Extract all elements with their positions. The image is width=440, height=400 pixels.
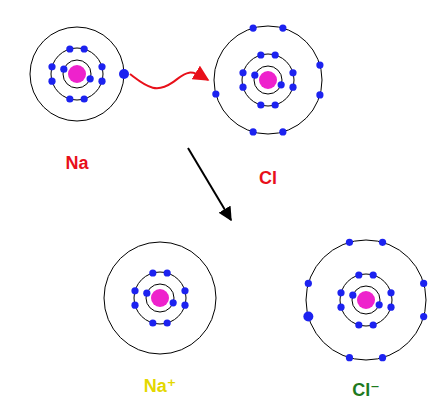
electron: [251, 72, 258, 79]
electron: [60, 66, 67, 73]
electron: [119, 69, 129, 79]
electron-shell: [352, 286, 380, 314]
electron: [272, 101, 279, 108]
electron: [420, 313, 427, 320]
electron: [81, 45, 88, 52]
electron: [387, 289, 394, 296]
atom-label: Na: [65, 153, 88, 173]
electron: [250, 128, 257, 135]
electron: [370, 271, 377, 278]
electron: [337, 289, 344, 296]
electron-shell: [51, 48, 103, 100]
electron: [316, 62, 323, 69]
electron-shell: [134, 272, 186, 324]
electron: [48, 63, 55, 70]
atom-label: Cl⁻: [352, 380, 380, 400]
electron: [370, 321, 377, 328]
electron: [316, 91, 323, 98]
electron: [346, 239, 353, 246]
electron-shell: [104, 242, 216, 354]
electron: [181, 287, 188, 294]
electron: [164, 319, 171, 326]
atom-label: Na⁺: [144, 376, 177, 396]
electron: [164, 269, 171, 276]
electron: [376, 301, 383, 308]
electron: [257, 101, 264, 108]
electron: [279, 128, 286, 135]
electron: [355, 321, 362, 328]
nucleus: [68, 65, 86, 83]
nucleus: [259, 71, 277, 89]
electron: [212, 90, 219, 97]
atom: [212, 24, 323, 135]
electron: [98, 78, 105, 85]
electron: [239, 84, 246, 91]
nucleus: [151, 289, 169, 307]
electron: [305, 280, 312, 287]
electron: [98, 63, 105, 70]
atom: [30, 27, 129, 121]
atom-box: Cl⁻: [300, 234, 432, 400]
electron-shell: [214, 26, 322, 134]
electron: [420, 280, 427, 287]
electron: [250, 24, 257, 31]
electron-shell: [242, 54, 294, 106]
electron-shell: [146, 284, 174, 312]
electron-shell: [63, 60, 91, 88]
electron: [66, 45, 73, 52]
electron-shell: [340, 274, 392, 326]
atom-shells: [30, 24, 427, 361]
atom-box: Na⁺: [98, 236, 222, 396]
electron: [48, 78, 55, 85]
electron: [257, 51, 264, 58]
atom: [303, 239, 427, 362]
electron-transfer-arrow: [130, 73, 208, 89]
electron: [81, 95, 88, 102]
electron: [131, 287, 138, 294]
nucleus: [357, 291, 375, 309]
electron: [66, 95, 73, 102]
electron: [379, 354, 386, 361]
atom-box: Cl: [208, 20, 328, 188]
electron: [387, 304, 394, 311]
electron: [149, 269, 156, 276]
electron-shell: [30, 27, 124, 121]
atom-box: Na: [24, 21, 130, 173]
electron: [278, 81, 285, 88]
atom: [104, 242, 216, 354]
electron: [272, 51, 279, 58]
electron: [279, 24, 286, 31]
electron: [349, 292, 356, 299]
electron: [303, 312, 313, 322]
electron: [87, 75, 94, 82]
electron: [181, 302, 188, 309]
electron: [337, 304, 344, 311]
electron-shell: [254, 66, 282, 94]
reaction-arrow: [188, 148, 231, 220]
atom-label: Cl: [259, 168, 277, 188]
electron: [379, 239, 386, 246]
electron: [289, 84, 296, 91]
electron: [149, 319, 156, 326]
electron: [143, 290, 150, 297]
electron: [131, 302, 138, 309]
electron: [289, 69, 296, 76]
electron-shell: [306, 240, 426, 360]
electron: [239, 69, 246, 76]
electron: [346, 354, 353, 361]
electron: [355, 271, 362, 278]
electron: [170, 299, 177, 306]
